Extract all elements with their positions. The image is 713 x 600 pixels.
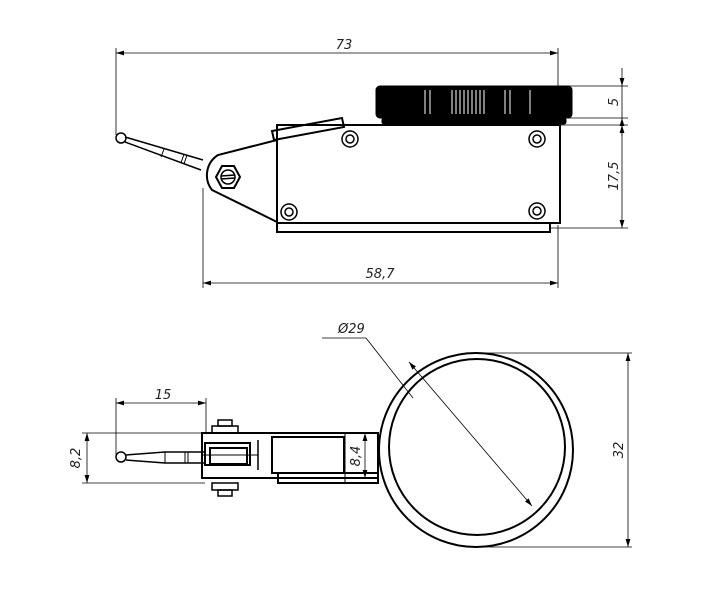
dim-neck-height: 8,4 [349,446,364,467]
stylus-ball-bottom [115,451,127,463]
dim-dial-diameter: Ø29 [337,322,365,337]
top-view [115,48,628,288]
bolt-bottom [211,482,239,491]
body [276,124,561,224]
hex-nut [214,165,242,189]
dial-bezel [375,85,573,119]
stylus-ball [115,132,127,144]
dim-stylus-height: 8,2 [69,448,84,469]
dim-body-length: 58,7 [366,267,396,282]
dim-dial-height: 5 [607,98,622,106]
bolt-top [211,425,239,434]
dial-inner [388,358,566,536]
dim-overall-length: 73 [336,38,353,53]
bottom-view [82,337,632,548]
dial-outer [378,352,574,548]
dim-overall-width: 32 [612,442,627,459]
screws [280,130,546,221]
dim-stylus-reach: 15 [155,388,172,403]
dim-body-height: 17,5 [607,162,622,191]
